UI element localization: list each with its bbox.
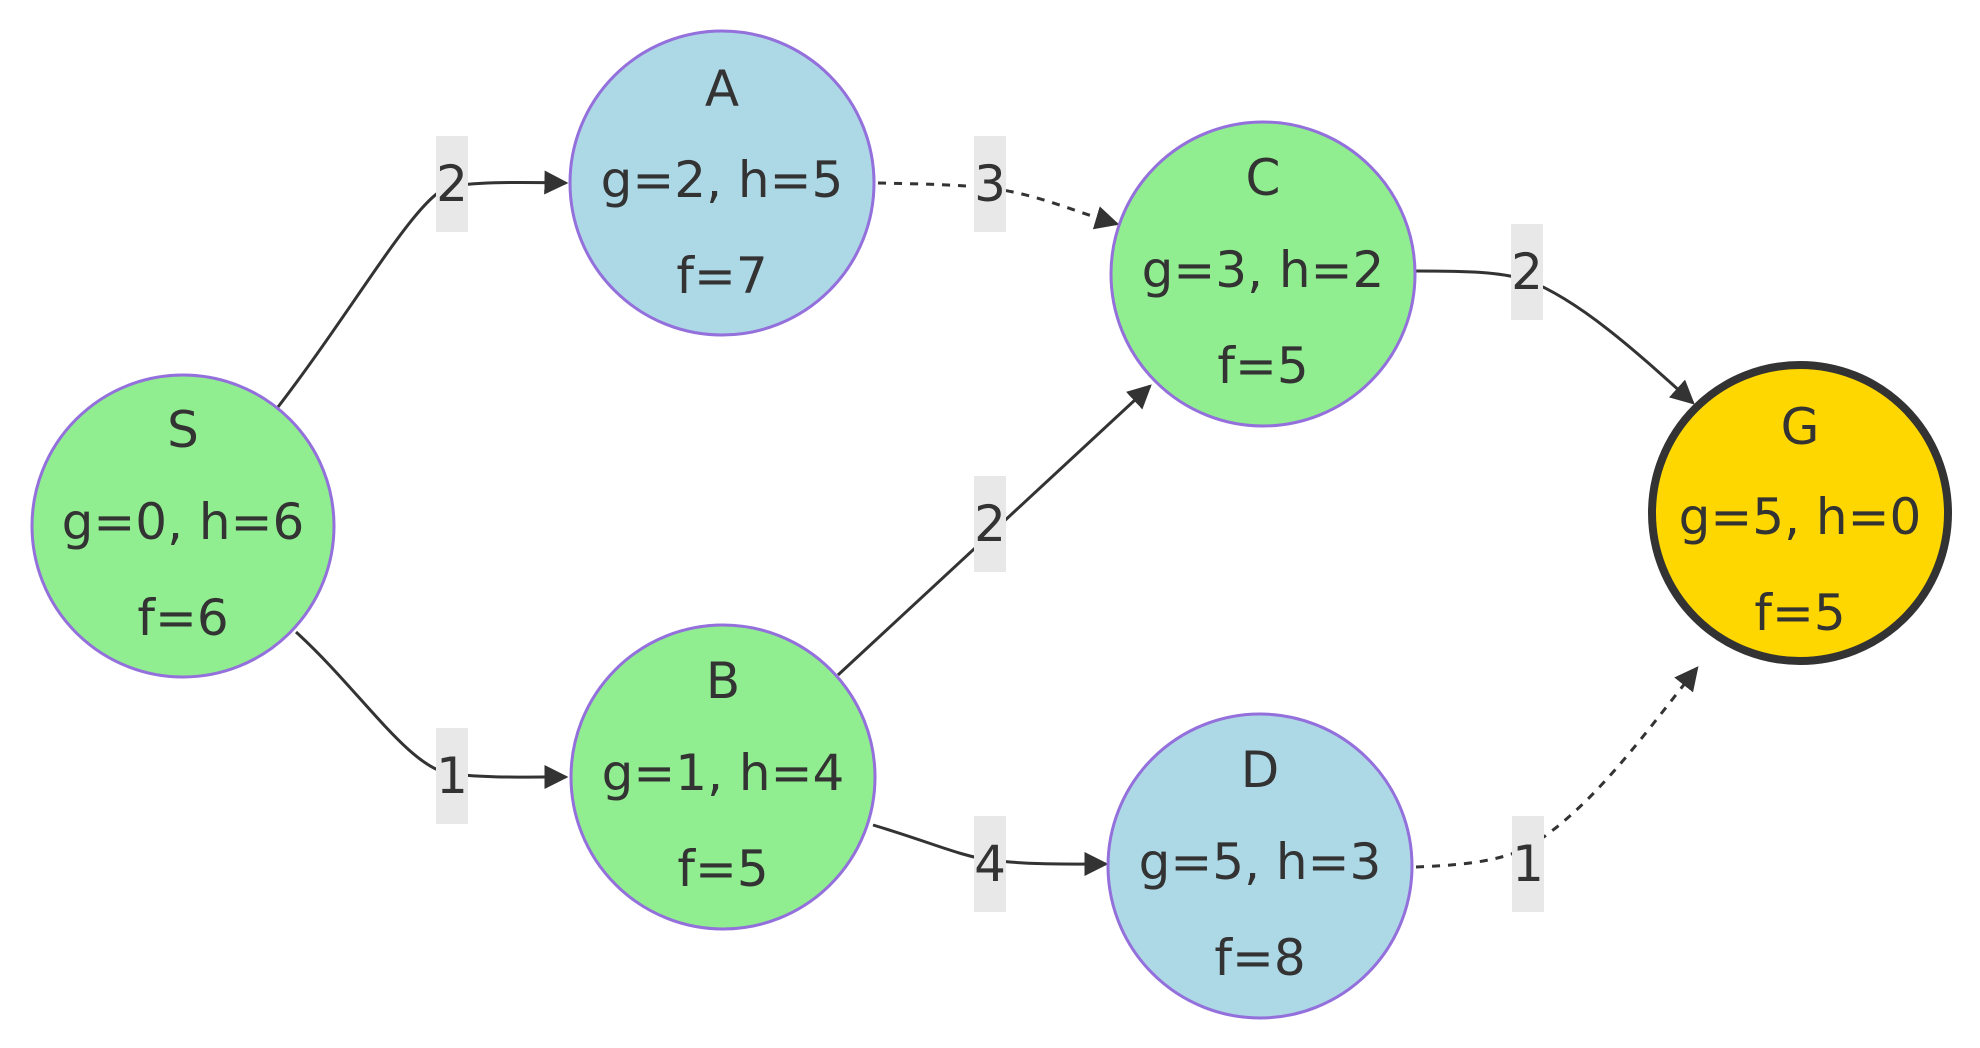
edge-cost-s-a: 2 [436,155,468,213]
node-d-gh: g=5, h=3 [1139,833,1382,891]
node-g-circle [1648,361,1952,665]
node-s-name: S [167,401,199,459]
node-a[interactable]: A g=2, h=5 f=7 [568,29,876,337]
edge-cost-b-c: 2 [974,495,1006,553]
node-a-circle [568,29,876,337]
node-d-circle [1106,712,1414,1020]
edge-cost-c-g: 2 [1511,243,1543,301]
edge-cost-a-c: 3 [974,155,1006,213]
edge-s-a [276,170,569,408]
node-c-circle [1109,120,1417,428]
node-d-name: D [1241,741,1280,799]
edge-label-c-g: 2 [1511,224,1543,320]
edge-label-b-d: 4 [974,816,1006,912]
edge-cost-b-d: 4 [974,835,1006,893]
node-g-gh: g=5, h=0 [1679,488,1922,546]
node-a-name: A [705,60,739,118]
edge-label-d-g: 1 [1512,816,1544,912]
node-c[interactable]: C g=3, h=2 f=5 [1109,120,1417,428]
edge-label-a-c: 3 [974,136,1006,232]
node-b[interactable]: B g=1, h=4 f=5 [569,623,877,931]
node-c-name: C [1246,149,1281,207]
node-s-circle [30,373,336,679]
node-s-gh: g=0, h=6 [62,493,305,551]
node-b-f: f=5 [677,840,768,898]
edge-d-g [1415,666,1699,869]
edge-cost-s-b: 1 [436,747,468,805]
node-c-f: f=5 [1217,337,1308,395]
node-d[interactable]: D g=5, h=3 f=8 [1106,712,1414,1020]
node-a-gh: g=2, h=5 [601,151,844,209]
node-g-f: f=5 [1754,584,1845,642]
node-d-f: f=8 [1214,929,1305,987]
node-g[interactable]: G g=5, h=0 f=5 [1648,361,1952,665]
node-c-gh: g=3, h=2 [1142,241,1385,299]
node-b-name: B [706,652,740,710]
edge-label-s-b: 1 [436,728,468,824]
node-g-name: G [1781,398,1820,456]
node-a-f: f=7 [676,247,767,305]
edge-labels: 2 1 3 2 4 2 1 [436,136,1544,912]
node-s-f: f=6 [137,589,228,647]
edge-c-g [1415,269,1695,405]
node-b-circle [569,623,877,931]
edge-s-b [294,630,569,790]
node-s[interactable]: S g=0, h=6 f=6 [30,373,336,679]
edge-label-s-a: 2 [436,136,468,232]
node-b-gh: g=1, h=4 [602,744,845,802]
edge-label-b-c: 2 [974,476,1006,572]
edge-cost-d-g: 1 [1512,835,1544,893]
